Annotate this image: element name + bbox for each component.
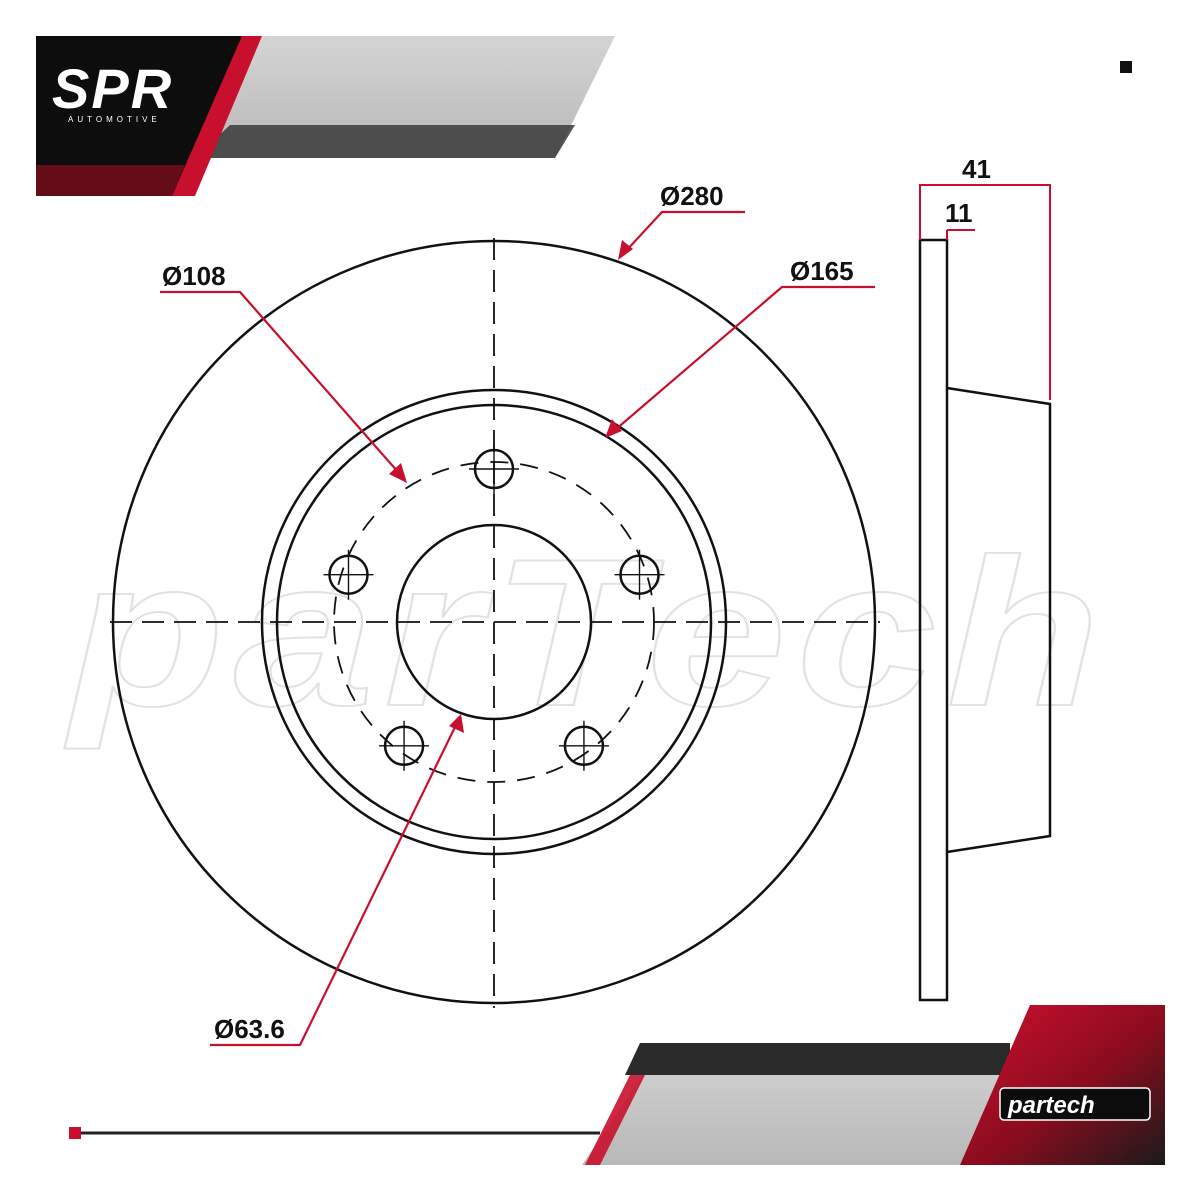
disc-side-view [918, 238, 1052, 1002]
partner-logo-right: tech [1045, 1092, 1094, 1119]
leader-bolt-circle [160, 290, 399, 473]
frame-corner-marker [1120, 61, 1132, 73]
grey-band-shadow [195, 125, 575, 158]
grey-band-shadow [625, 1043, 1010, 1075]
outer-diameter-label: Ø280 [660, 181, 724, 211]
leaders [160, 210, 875, 1047]
height-bracket [919, 184, 1051, 400]
bolt-circle-label: Ø108 [162, 261, 226, 291]
leader-outer-diameter [624, 210, 745, 253]
frame [69, 61, 1132, 1139]
friction-diameter-label: Ø165 [790, 256, 854, 286]
spr-tagline: AUTOMOTIVE [68, 115, 161, 124]
partner-logo: partech [1007, 1092, 1095, 1119]
hat-profile [946, 386, 1052, 854]
leader-arrowheads [389, 240, 633, 733]
spr-logo: SPR [52, 57, 173, 120]
center-bore-label: Ø63.6 [214, 1014, 285, 1044]
logo-panel [36, 36, 242, 196]
watermark: parTech [64, 515, 1110, 750]
arrowhead [389, 463, 407, 483]
footer-banner: partech [582, 1005, 1165, 1165]
red-accent-stripe [170, 36, 262, 196]
disc-front-view [110, 238, 880, 1008]
side-dimensions: 41 11 [919, 154, 1051, 400]
arrowhead [605, 419, 622, 438]
partner-logo-panel [960, 1005, 1165, 1165]
leader-friction-diameter [614, 285, 875, 431]
dimension-labels: Ø280 Ø165 Ø108 Ø63.6 [162, 181, 854, 1044]
arrowhead [618, 240, 633, 260]
partner-logo-left: par [1007, 1092, 1047, 1119]
disc-thickness-label: 11 [945, 198, 973, 228]
arrowhead [449, 714, 464, 733]
header-banner: SPR AUTOMOTIVE [36, 36, 615, 196]
partner-logo-badge [999, 1087, 1151, 1121]
bolt-holes [323, 444, 665, 771]
total-height-label: 41 [962, 154, 991, 184]
leader-center-bore [210, 724, 457, 1047]
logo-panel-shine [36, 165, 185, 196]
disc-plate [918, 238, 949, 1002]
red-accent-stripe [585, 1075, 645, 1165]
frame-corner-marker [69, 1127, 81, 1139]
